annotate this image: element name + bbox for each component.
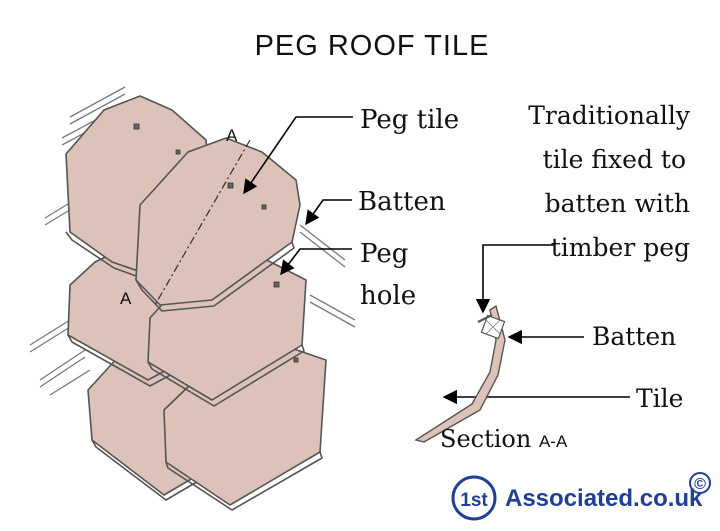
timber-peg <box>477 314 493 323</box>
brand-logo[interactable]: 1st Associated.co.uk <box>451 475 703 521</box>
section-tile-label: Tile <box>636 384 683 413</box>
label-arrows <box>243 116 630 405</box>
traditional-note-line3: batten with <box>545 189 690 218</box>
copyright-symbol: © <box>694 476 706 493</box>
section-marker-top: A <box>226 126 238 145</box>
peg-hole-label-line1: Peg <box>360 239 408 269</box>
batten-line <box>69 93 126 125</box>
peg-hole <box>293 357 299 363</box>
brand-site-text[interactable]: Associated.co.uk <box>505 485 703 512</box>
batten-line <box>39 356 86 388</box>
batten-line <box>69 86 126 118</box>
copyright-circle <box>689 472 711 494</box>
peg-holes <box>133 123 299 363</box>
section-batten-label: Batten <box>592 322 676 351</box>
traditional-note-line1: Traditionally <box>528 101 691 130</box>
peg-hole <box>261 204 267 210</box>
tile-edge <box>147 344 305 407</box>
section-marker-bottom: A <box>120 289 132 308</box>
section-caption-suffix: A-A <box>539 432 568 451</box>
peg-hole-label-line2: hole <box>360 281 416 311</box>
batten-line <box>44 210 69 226</box>
roof-tiles <box>65 95 327 511</box>
batten-line <box>299 224 346 261</box>
battens <box>29 86 356 396</box>
section-caption-prefix: Section <box>440 425 539 453</box>
batten-line <box>29 326 71 353</box>
batten-label: Batten <box>358 187 446 217</box>
tile-edge <box>135 241 295 312</box>
peg-tile-arrow <box>243 116 353 195</box>
traditional-note-line4: timber peg <box>551 233 690 262</box>
brand-badge <box>451 475 497 521</box>
peg-hole <box>227 182 234 189</box>
peg-hole <box>273 281 280 288</box>
section-batten-cross <box>485 319 501 335</box>
brand-badge-text: 1st <box>460 490 488 511</box>
peg-tile-label: Peg tile <box>360 105 459 135</box>
peg-hole <box>175 149 181 155</box>
batten-line <box>309 294 356 321</box>
traditional-peg-arrow <box>475 244 555 314</box>
batten-line <box>309 301 356 328</box>
batten-line <box>39 349 86 381</box>
peg-hole-arrow <box>280 248 352 276</box>
batten-arrow <box>305 199 352 226</box>
tile-edge <box>165 451 323 511</box>
batten-line <box>29 319 71 346</box>
traditional-note-line2: tile fixed to <box>543 145 686 174</box>
section-drawing <box>414 304 506 443</box>
batten-line <box>49 369 91 396</box>
diagram-title: PEG ROOF TILE <box>255 30 490 62</box>
batten-line <box>44 203 69 219</box>
section-caption: Section A-A <box>440 425 568 453</box>
peg-hole <box>133 123 140 130</box>
